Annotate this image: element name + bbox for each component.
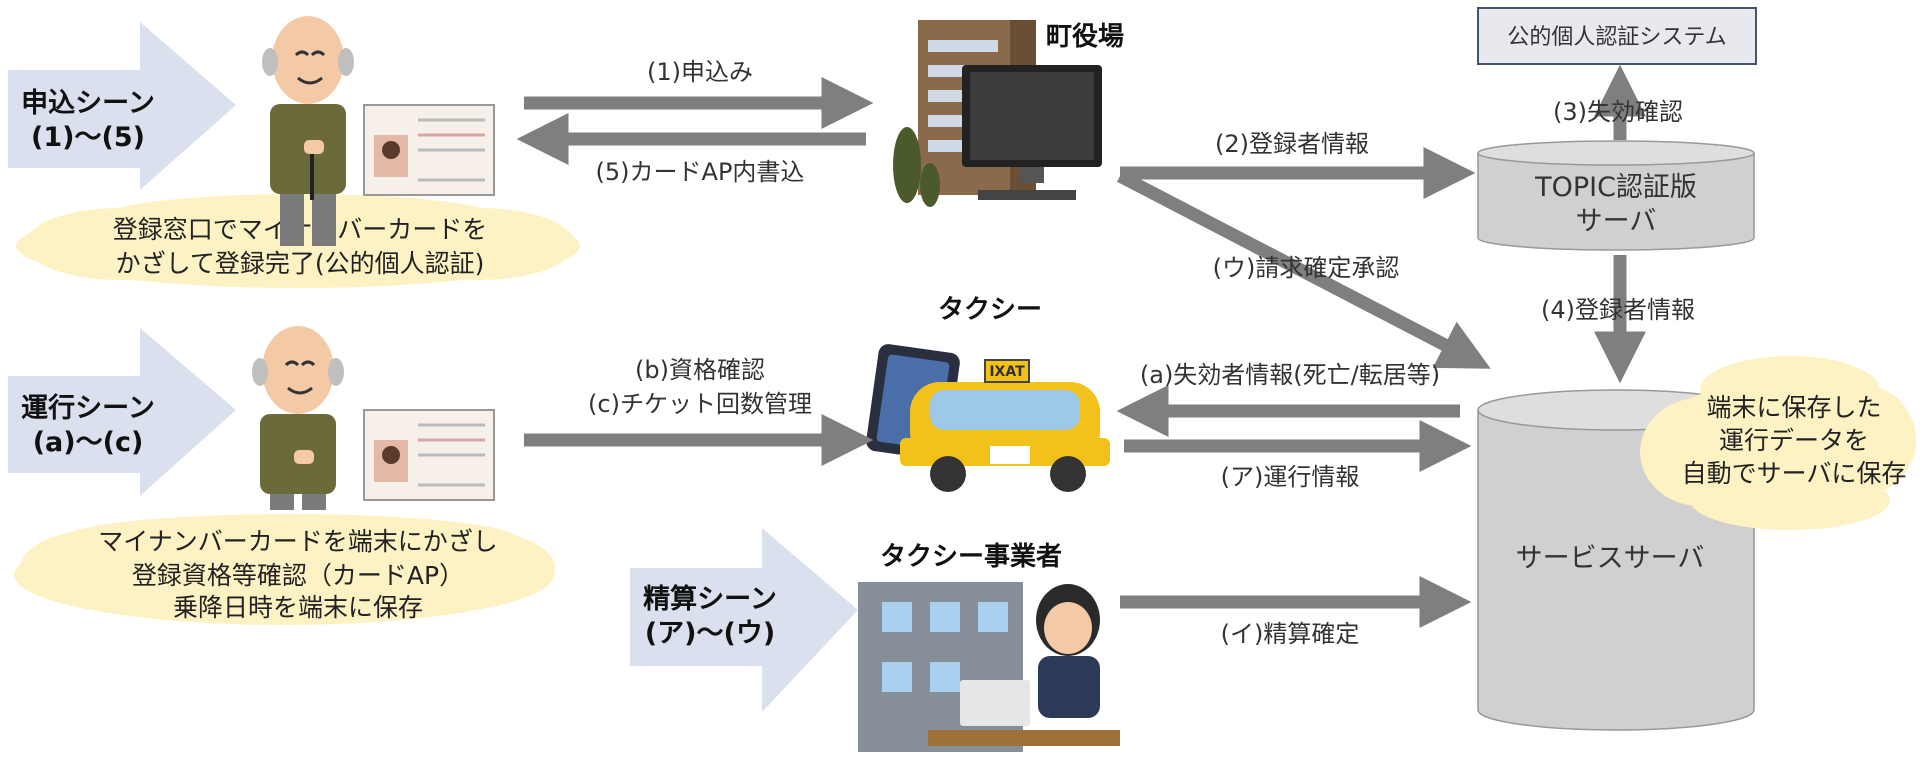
flow-arrows bbox=[516, 64, 1646, 628]
office-worker-icon bbox=[928, 584, 1120, 746]
label-eligibility: (b)資格確認 bbox=[635, 356, 765, 384]
cloud-operate: マイナンバーカードを端末にかざし 登録資格等確認（カードAP） 乗降日時を端末に… bbox=[14, 514, 555, 625]
office-building-icon bbox=[858, 582, 1023, 752]
mynumber-card-icon bbox=[363, 409, 495, 501]
cloud-apply-line-2: かざして登録完了(公的個人認証) bbox=[116, 249, 485, 278]
cloud-server-line-1: 端末に保存した bbox=[1706, 393, 1881, 422]
cloud-operate-line-1: マイナンバーカードを端末にかざし bbox=[98, 527, 498, 556]
label-revocation-check: (3)失効確認 bbox=[1553, 98, 1683, 126]
label-settlement: (イ)精算確定 bbox=[1221, 620, 1360, 648]
scene-settle-title: 精算シーン bbox=[643, 583, 777, 615]
scene-apply-range: (1)〜(5) bbox=[31, 122, 145, 153]
taxi-sign: IXAT bbox=[989, 364, 1025, 380]
cloud-operate-line-3: 乗降日時を端末に保存 bbox=[173, 593, 423, 622]
label-ticket-count: (c)チケット回数管理 bbox=[588, 390, 812, 418]
taxi-icon: IXAT bbox=[900, 359, 1110, 492]
town-office-label: 町役場 bbox=[1046, 22, 1124, 52]
label-revoked-info: (a)失効者情報(死亡/転居等) bbox=[1140, 361, 1440, 389]
cloud-operate-line-2: 登録資格等確認（カードAP） bbox=[132, 561, 464, 590]
jpki-system-box: 公的個人認証システム bbox=[1477, 7, 1757, 65]
scene-arrow-operate: 運行シーン (a)〜(c) bbox=[8, 328, 236, 496]
label-write-card: (5)カードAP内書込 bbox=[596, 158, 805, 186]
taxi-operator-label: タクシー事業者 bbox=[880, 542, 1062, 572]
topic-server-line-2: サーバ bbox=[1576, 206, 1657, 237]
jpki-system-label: 公的個人認証システム bbox=[1507, 25, 1726, 50]
scene-operate-title: 運行シーン bbox=[21, 392, 155, 424]
arrow-billing-approval bbox=[1117, 170, 1491, 369]
cloud-server: 端末に保存した 運行データを 自動でサーバに保存 bbox=[1640, 356, 1916, 530]
scene-operate-range: (a)〜(c) bbox=[33, 427, 144, 458]
scene-apply-title: 申込シーン bbox=[21, 88, 155, 119]
label-billing-approval: (ウ)請求確定承認 bbox=[1213, 254, 1400, 282]
label-registrant-info-2: (2)登録者情報 bbox=[1215, 130, 1369, 158]
topic-server-cylinder: TOPIC認証版 サーバ bbox=[1477, 140, 1755, 251]
label-operation-info: (ア)運行情報 bbox=[1221, 463, 1360, 491]
cloud-server-line-2: 運行データを bbox=[1719, 426, 1869, 455]
taxi-label: タクシー bbox=[938, 295, 1042, 325]
scene-settle-range: (ア)〜(ウ) bbox=[645, 618, 775, 649]
mynumber-card-icon bbox=[363, 104, 495, 196]
monitor-icon bbox=[962, 65, 1102, 200]
elderly-person-illustration bbox=[252, 326, 344, 510]
service-server-label: サービスサーバ bbox=[1516, 543, 1705, 574]
topic-server-line-1: TOPIC認証版 bbox=[1534, 172, 1697, 203]
elderly-person-illustration bbox=[262, 16, 354, 246]
scene-arrow-apply: 申込シーン (1)〜(5) bbox=[8, 22, 236, 190]
scene-arrow-settle: 精算シーン (ア)〜(ウ) bbox=[630, 528, 858, 712]
label-registrant-info-4: (4)登録者情報 bbox=[1541, 296, 1695, 324]
cloud-server-line-3: 自動でサーバに保存 bbox=[1682, 459, 1907, 488]
label-apply-request: (1)申込み bbox=[647, 58, 753, 86]
